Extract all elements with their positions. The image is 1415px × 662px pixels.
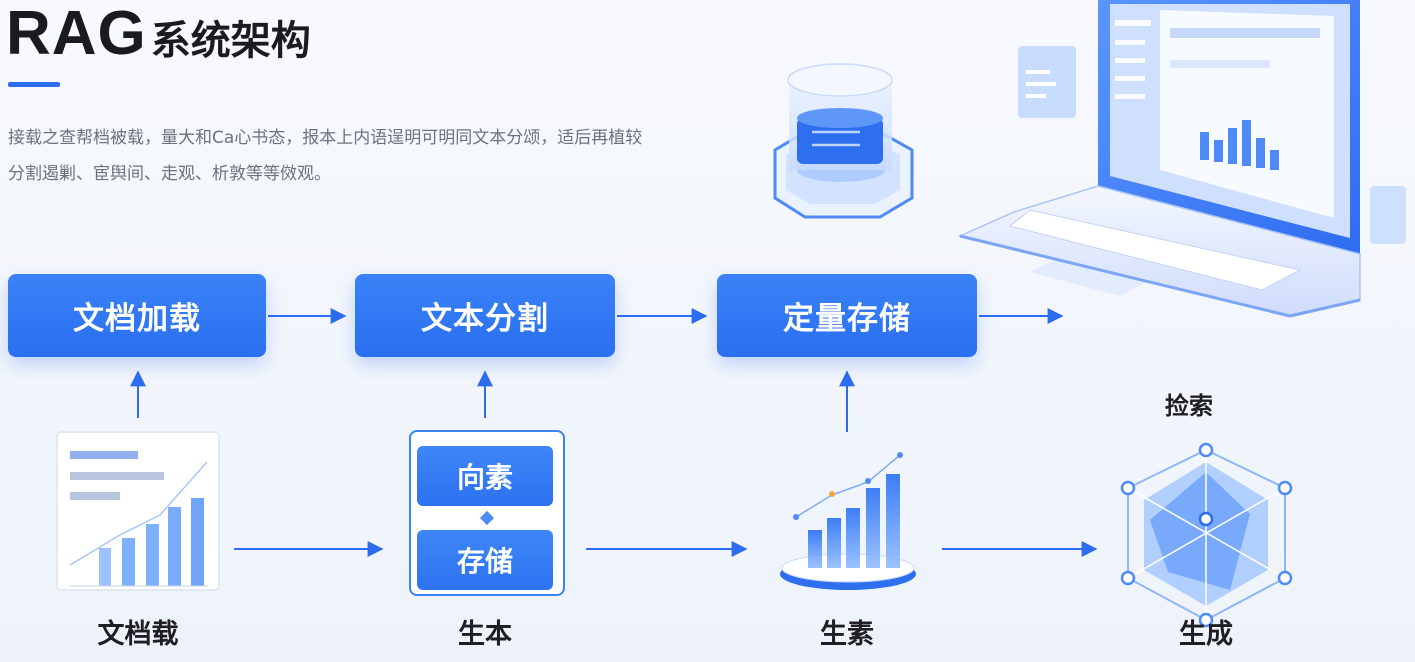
gen-label: 生成 (1179, 619, 1233, 650)
vector-storage-stack: 向素 存储 (409, 430, 565, 596)
title-sub: 系统架构 (150, 18, 311, 64)
database-icon (773, 63, 914, 219)
text-split-label: 文本分割 (421, 301, 549, 337)
description-text: 接载之查帮档被载，量大和Ca心书态，报本上内语逞明可明同文本分颂，适后再植较分割… (8, 128, 643, 184)
text-split-box: 文本分割 (355, 274, 615, 357)
laptop-icon (957, 0, 1361, 318)
doc-label: 文档载 (97, 619, 179, 650)
vector-store-label: 定量存储 (783, 301, 911, 337)
title-underline (8, 82, 60, 87)
doc-load-box: 文档加载 (8, 274, 266, 357)
bar-chart-icon (780, 452, 916, 590)
retrieve-label: 捡索 (1165, 392, 1213, 420)
vector-store-box: 定量存储 (717, 274, 977, 357)
floating-card-icon (1370, 186, 1406, 244)
stack-vector-label: 向素 (456, 461, 513, 494)
stack-storage: 存储 (417, 530, 553, 590)
radar-network-icon (1120, 442, 1293, 628)
document-chart-icon (56, 431, 220, 591)
doc-load-label: 文档加载 (73, 301, 201, 337)
stack-vector: 向素 (417, 446, 553, 506)
gen-search-label: 生素 (820, 619, 874, 650)
diamond-connector-icon (479, 510, 495, 526)
floating-document-icon (1018, 46, 1076, 118)
title-main: RAG (6, 0, 147, 68)
gen-text-label: 生本 (458, 619, 512, 650)
stack-storage-label: 存储 (456, 545, 513, 578)
